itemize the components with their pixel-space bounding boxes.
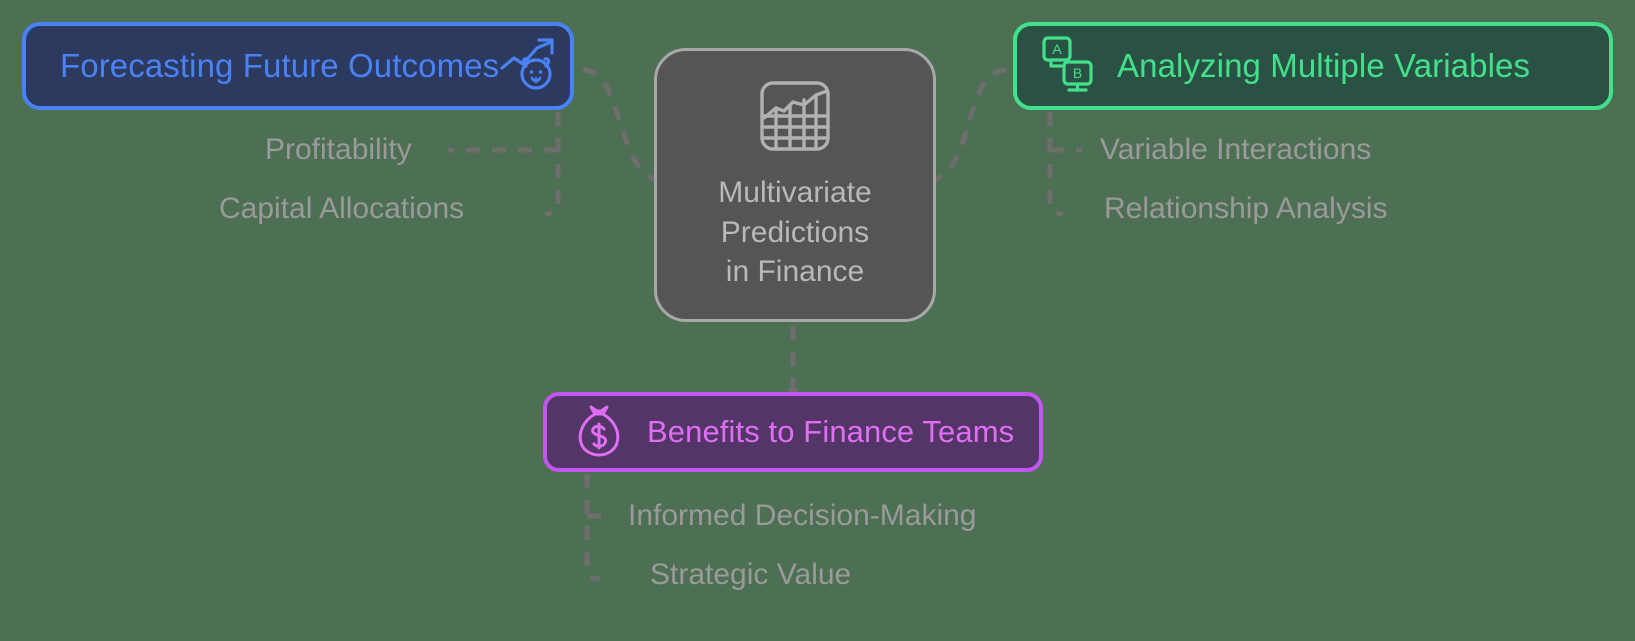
center-title-line-1: Multivariate	[718, 175, 872, 209]
node-analyzing-multiple-variables[interactable]: A B Analyzing Multiple Variables	[1013, 22, 1613, 110]
node-benefits-to-finance-teams[interactable]: Benefits to Finance Teams	[543, 392, 1043, 472]
node-forecasting-label: Forecasting Future Outcomes	[60, 47, 500, 84]
connector-benefits-trunk	[584, 474, 601, 582]
center-title-line-3: in Finance	[725, 255, 865, 289]
node-analyzing-label: Analyzing Multiple Variables	[1117, 47, 1531, 84]
connector-forecasting-trunk	[544, 112, 561, 217]
svg-text:B: B	[1073, 65, 1082, 81]
svg-text:A: A	[1052, 41, 1062, 57]
connector-forecasting-to-center	[582, 67, 661, 183]
leaf-strategic-value: Strategic Value	[650, 558, 852, 591]
leaf-variable-interactions: Variable Interactions	[1100, 133, 1372, 166]
leaf-profitability: Profitability	[265, 133, 412, 166]
area-chart-grid-icon	[757, 78, 833, 159]
two-screens-a-b-icon: A B	[1037, 33, 1099, 100]
leaf-relationship-analysis: Relationship Analysis	[1104, 192, 1388, 225]
leaf-informed-decision-making: Informed Decision-Making	[628, 499, 977, 532]
node-benefits-label: Benefits to Finance Teams	[647, 414, 1015, 449]
connector-analyzing-to-center	[929, 67, 1007, 183]
connector-analyzing-trunk	[1047, 112, 1064, 217]
bull-trend-up-icon	[499, 36, 559, 97]
center-title-line-2: Predictions	[720, 215, 870, 249]
node-forecasting-future-outcomes[interactable]: Forecasting Future Outcomes	[22, 22, 574, 110]
money-bag-dollar-icon	[573, 402, 625, 463]
leaf-capital-allocations: Capital Allocations	[219, 192, 465, 225]
